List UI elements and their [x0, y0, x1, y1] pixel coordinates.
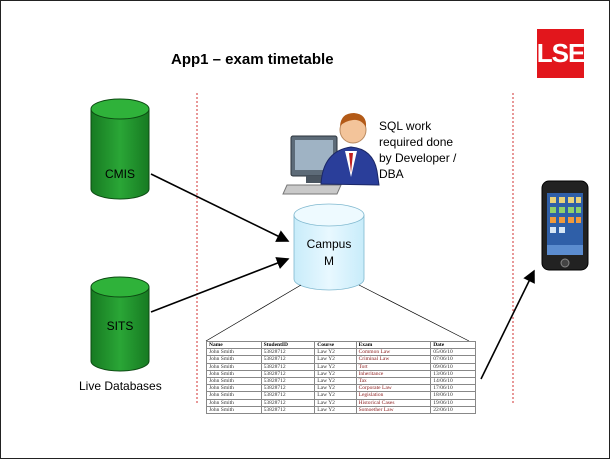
- cell-date: 05/06/10: [430, 348, 476, 357]
- lse-logo: LSE: [537, 29, 585, 78]
- arrow-timetable-to-phone: [480, 269, 535, 380]
- cell-course: Law Y2: [314, 405, 357, 415]
- cell-course: Law Y2: [314, 391, 357, 400]
- campus-m-database-icon: [293, 203, 365, 291]
- sql-note-line1: SQL work: [379, 119, 432, 133]
- fan-line-right: [358, 284, 470, 342]
- cell-student-id: 53828712: [260, 369, 316, 379]
- campus-m-label-line1: Campus: [306, 237, 352, 251]
- cell-name: John Smith: [206, 377, 262, 386]
- cell-student-id: 53828712: [260, 405, 316, 415]
- sits-database-icon: [90, 276, 150, 372]
- cell-name: John Smith: [206, 384, 262, 393]
- header-student-id: StudentID: [260, 340, 316, 350]
- header-course: Course: [314, 340, 357, 350]
- cell-exam: Somoether Law: [355, 405, 432, 415]
- cmis-label: CMIS: [105, 167, 135, 181]
- cell-date: 18/06/10: [430, 391, 476, 400]
- cell-course: Law Y2: [314, 362, 357, 371]
- cell-student-id: 53828712: [260, 384, 316, 393]
- cell-name: John Smith: [206, 391, 262, 400]
- cell-date: 22/06/10: [430, 405, 476, 415]
- cell-course: Law Y2: [314, 355, 357, 364]
- timetable-header-row: Name StudentID Course Exam Date: [206, 340, 476, 350]
- cell-student-id: 53828712: [260, 398, 316, 407]
- cell-exam: Common Law: [355, 348, 432, 357]
- cell-student-id: 53828712: [260, 348, 316, 357]
- cell-name: John Smith: [206, 348, 262, 357]
- header-date: Date: [430, 340, 476, 350]
- cell-course: Law Y2: [314, 348, 357, 357]
- cell-date: 17/06/10: [430, 384, 476, 393]
- sql-note-line3: by Developer /: [379, 151, 457, 165]
- slide-title: App1 – exam timetable: [171, 51, 334, 68]
- cell-exam: Criminal Law: [355, 355, 432, 364]
- campus-m-label-line2: M: [324, 254, 334, 268]
- exam-timetable: Name StudentID Course Exam Date John Smi…: [206, 340, 476, 415]
- live-databases-label: Live Databases: [79, 379, 162, 393]
- cell-student-id: 53828712: [260, 362, 316, 371]
- header-exam: Exam: [355, 340, 432, 350]
- sql-note-line2: required done: [379, 135, 454, 149]
- cell-date: 07/06/10: [430, 355, 476, 364]
- cell-student-id: 53828712: [260, 355, 316, 364]
- cell-name: John Smith: [206, 355, 262, 364]
- cell-exam: Tax: [355, 377, 432, 386]
- arrow-cmis-to-campus: [150, 173, 290, 242]
- cell-exam: Tort: [355, 362, 432, 371]
- cell-date: 14/06/10: [430, 377, 476, 386]
- smartphone-icon: [541, 180, 589, 271]
- cell-name: John Smith: [206, 369, 262, 379]
- cell-exam: Inheritance: [355, 369, 432, 379]
- cell-date: 19/06/10: [430, 398, 476, 407]
- cell-course: Law Y2: [314, 369, 357, 379]
- sql-note-line4: DBA: [379, 167, 404, 181]
- fan-line-left: [205, 284, 302, 342]
- cell-exam: Legislation: [355, 391, 432, 400]
- sits-label: SITS: [106, 319, 134, 333]
- cell-course: Law Y2: [314, 384, 357, 393]
- cell-course: Law Y2: [314, 398, 357, 407]
- cell-date: 13/06/10: [430, 369, 476, 379]
- cell-exam: Historical Cases: [355, 398, 432, 407]
- cell-name: John Smith: [206, 398, 262, 407]
- cell-date: 09/06/10: [430, 362, 476, 371]
- cell-student-id: 53828712: [260, 377, 316, 386]
- sql-work-note: SQL work required done by Developer / DB…: [379, 118, 489, 182]
- cell-name: John Smith: [206, 405, 262, 415]
- cell-student-id: 53828712: [260, 391, 316, 400]
- header-name: Name: [206, 340, 262, 350]
- cmis-database-icon: [90, 98, 150, 200]
- cell-name: John Smith: [206, 362, 262, 371]
- cell-course: Law Y2: [314, 377, 357, 386]
- arrow-sits-to-campus: [150, 257, 290, 313]
- developer-at-computer-icon: [282, 113, 380, 195]
- cell-exam: Corporate Law: [355, 384, 432, 393]
